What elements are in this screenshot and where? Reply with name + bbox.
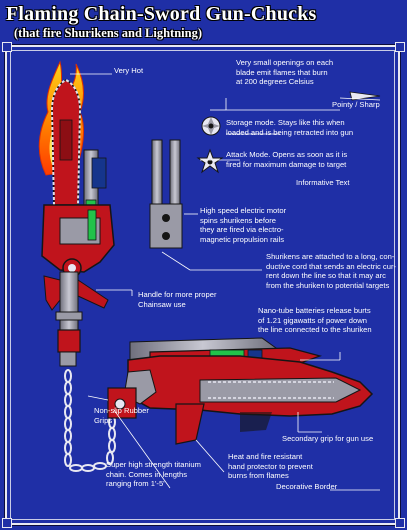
handle: [59, 271, 79, 335]
shuriken-storage-icon: [201, 116, 221, 136]
label-very-hot: Very Hot: [114, 66, 144, 75]
decorative-border-inner: [10, 50, 395, 520]
pointy-sharp-icon: [349, 91, 381, 101]
label-secondary-grip: Secondary grip for gun use: [282, 434, 374, 443]
label-informative-text: Informative Text: [296, 178, 350, 187]
label-shuriken-cord: Shurikens are attached to a long, con-du…: [266, 252, 396, 290]
horizontal-gun: [107, 337, 374, 445]
vertical-chainsword: [38, 60, 115, 367]
rail-detail: [149, 139, 183, 249]
page-subtitle: (that fire Shurikens and Lightning): [14, 26, 203, 40]
border-corner: [395, 518, 405, 528]
pommel: [57, 329, 81, 353]
border-corner: [2, 518, 12, 528]
border-corner: [395, 42, 405, 52]
electric-motor: [149, 203, 183, 249]
titanium-chain: [64, 369, 118, 472]
secondary-grip: [175, 403, 205, 445]
label-decorative-border: Decorative Border: [276, 482, 338, 491]
border-corner: [2, 42, 12, 52]
label-pointy-sharp: Pointy / Sharp: [332, 100, 380, 109]
chain-teeth: [50, 78, 82, 206]
pointer-lines: [70, 73, 381, 491]
shuriken-attack-icon: [196, 148, 224, 174]
decorative-border: [4, 44, 401, 526]
page-title: Flaming Chain-Sword Gun-Chucks: [6, 3, 317, 25]
